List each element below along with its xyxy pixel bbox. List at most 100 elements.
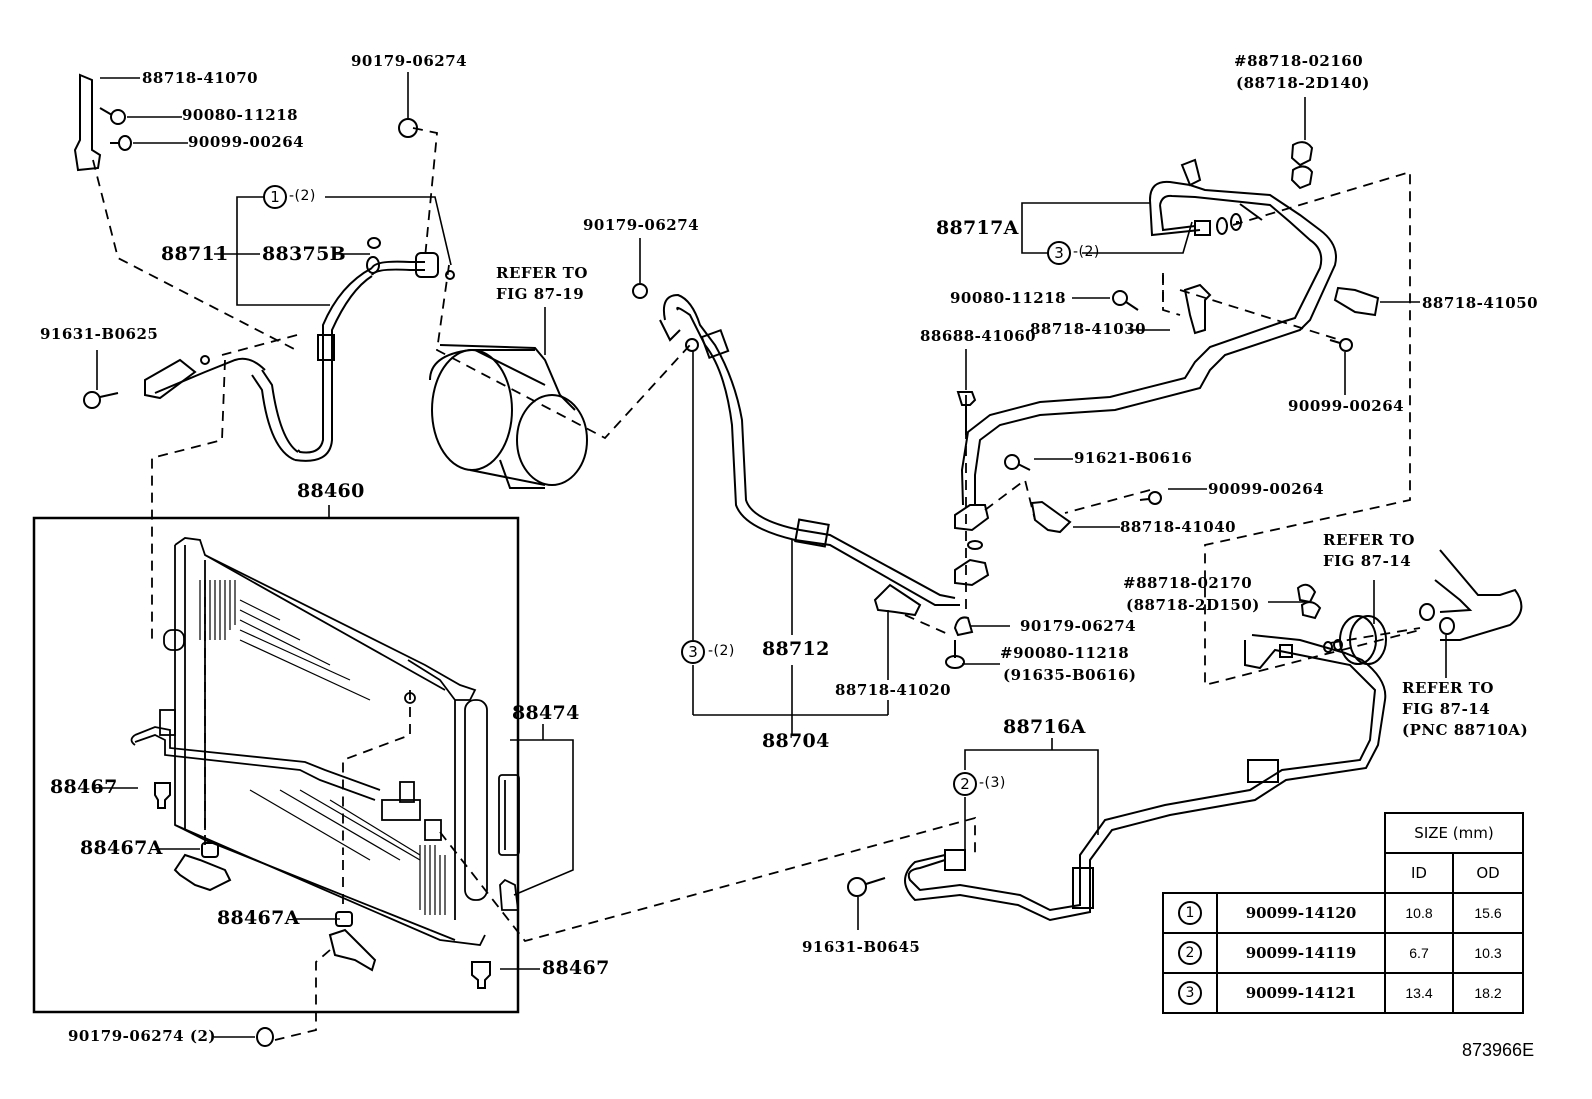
refer-fig-87-14-pnc: REFER TO FIG 87-14 (PNC 88710A) xyxy=(1402,678,1528,741)
part-number: 90099-14120 xyxy=(1216,892,1386,934)
label-91621-B0616: 91621-B0616 xyxy=(1074,449,1193,467)
clamp-88718-02160 xyxy=(1290,141,1314,190)
inner-diameter: 6.7 xyxy=(1384,932,1454,974)
label-88718-2D150: (88718-2D150) xyxy=(1126,596,1260,614)
nut-90179-06274-c xyxy=(256,1027,274,1047)
hose-88711 xyxy=(154,237,455,462)
label-88474: 88474 xyxy=(512,702,580,724)
bolt-90080-11218-a xyxy=(99,107,126,125)
part-number: 90099-14121 xyxy=(1216,972,1386,1014)
part-number: 90099-14119 xyxy=(1216,932,1386,974)
outer-diameter: 15.6 xyxy=(1452,892,1524,934)
evaporator-fitting xyxy=(1323,549,1523,665)
refer-line: FIG 87-14 xyxy=(1323,552,1412,570)
cushion-88467A-a xyxy=(173,842,232,892)
label-88716A: 88716A xyxy=(1003,716,1086,738)
bracket-88718-41020 xyxy=(873,583,922,617)
bolt-91631-B0625 xyxy=(83,391,119,409)
callout-ring-3: 3 xyxy=(681,640,705,664)
table-row: 1 90099-14120 10.8 15.6 xyxy=(1162,892,1524,934)
od-header: OD xyxy=(1452,852,1524,894)
label-91631-B0645: 91631-B0645 xyxy=(802,938,921,956)
label-90080-11218: #90080-11218 xyxy=(1000,644,1130,662)
bracket-88718-41040 xyxy=(1030,500,1072,534)
outer-diameter: 18.2 xyxy=(1452,972,1524,1014)
label-90099-00264: 90099-00264 xyxy=(1208,480,1325,498)
table-row: 3 90099-14121 13.4 18.2 xyxy=(1162,972,1524,1014)
inner-diameter: 13.4 xyxy=(1384,972,1454,1014)
label-90080-11218: 90080-11218 xyxy=(950,289,1067,307)
ring-number: 2 xyxy=(1178,941,1202,965)
bracket-88718-41030 xyxy=(1183,283,1212,335)
table-subheader-row: ID OD xyxy=(1163,852,1524,894)
refer-line: REFER TO xyxy=(1323,531,1415,549)
cushion-88467-b xyxy=(471,961,491,989)
callout-ring-3: 3 xyxy=(1047,241,1071,265)
bracket-88718-41070 xyxy=(73,73,102,172)
label-90099-00264: 90099-00264 xyxy=(1288,397,1405,415)
label-88717A: 88717A xyxy=(936,217,1019,239)
label-91631-B0625: 91631-B0625 xyxy=(40,325,159,343)
nut-90179-06274-a xyxy=(398,118,418,138)
ring-number: 3 xyxy=(1178,981,1202,1005)
refer-line: REFER TO xyxy=(496,264,588,282)
bolt-90080-11218-b xyxy=(1112,290,1139,311)
label-88712: 88712 xyxy=(762,638,830,660)
label-88718-41020: 88718-41020 xyxy=(835,681,952,699)
label-88711: 88711 xyxy=(161,243,229,265)
label-90179-06274: 90179-06274 xyxy=(351,52,468,70)
joint-block xyxy=(953,504,990,637)
callout-qty: -(2) xyxy=(289,188,316,204)
table-row: 2 90099-14119 6.7 10.3 xyxy=(1162,932,1524,974)
refer-line: FIG 87-14 xyxy=(1402,700,1491,718)
dashed-lines xyxy=(92,60,1421,1041)
condenser-box xyxy=(32,516,520,1014)
size-header: SIZE (mm) xyxy=(1384,812,1524,854)
refer-line: (PNC 88710A) xyxy=(1402,721,1529,739)
part-number: 90179-06274 xyxy=(68,1027,185,1045)
inner-diameter: 10.8 xyxy=(1384,892,1454,934)
quantity: (2) xyxy=(189,1027,216,1045)
hose-88717A xyxy=(960,158,1337,506)
refer-line: REFER TO xyxy=(1402,679,1494,697)
callout-ring-2: 2 xyxy=(953,772,977,796)
bolt-90099-00264-c xyxy=(1139,491,1162,505)
condenser-88460 xyxy=(130,537,488,946)
clamp-88718-41050 xyxy=(1333,286,1380,317)
label-90080-11218: 90080-11218 xyxy=(182,106,299,124)
cushion-88467-a xyxy=(154,782,171,809)
bracket-91631 xyxy=(144,355,210,400)
figure-id: 873966E xyxy=(1462,1040,1535,1060)
hose-88712 xyxy=(659,293,960,606)
label-88704: 88704 xyxy=(762,730,830,752)
clamp-88718-02170 xyxy=(1296,583,1322,620)
table-header-row: SIZE (mm) xyxy=(1163,812,1524,854)
hose-size-table: SIZE (mm) ID OD 1 90099-14120 10.8 15.6 … xyxy=(1162,812,1524,1014)
callout-qty: -(3) xyxy=(979,775,1006,791)
cushion-88467A-b xyxy=(328,911,377,972)
bolt-90099-00264-b xyxy=(1329,338,1353,352)
desiccant-88474 xyxy=(498,774,520,911)
callout-qty: -(2) xyxy=(1073,244,1100,260)
callout-qty: -(2) xyxy=(708,643,735,659)
label-88467: 88467 xyxy=(542,957,610,979)
label-88718-41070: 88718-41070 xyxy=(142,69,259,87)
label-90179-06274-qty2: 90179-06274 (2) xyxy=(68,1029,216,1044)
label-88718-02170: #88718-02170 xyxy=(1123,574,1253,592)
label-90099-00264: 90099-00264 xyxy=(188,133,305,151)
label-88467: 88467 xyxy=(50,776,118,798)
label-88688-41060: 88688-41060 xyxy=(920,327,1037,345)
refer-line: FIG 87-19 xyxy=(496,285,585,303)
refer-fig-87-14: REFER TO FIG 87-14 xyxy=(1323,530,1415,572)
label-88460: 88460 xyxy=(297,480,365,502)
label-90179-06274: 90179-06274 xyxy=(1020,617,1137,635)
ring-number: 1 xyxy=(1178,901,1202,925)
label-90179-06274: 90179-06274 xyxy=(583,216,700,234)
label-88467A: 88467A xyxy=(217,907,300,929)
label-88718-02160: #88718-02160 xyxy=(1234,52,1364,70)
bolt-91631-B0645 xyxy=(847,877,886,897)
bolt-88688-41060 xyxy=(956,391,977,435)
bolt-90099-00264-a xyxy=(110,135,132,151)
